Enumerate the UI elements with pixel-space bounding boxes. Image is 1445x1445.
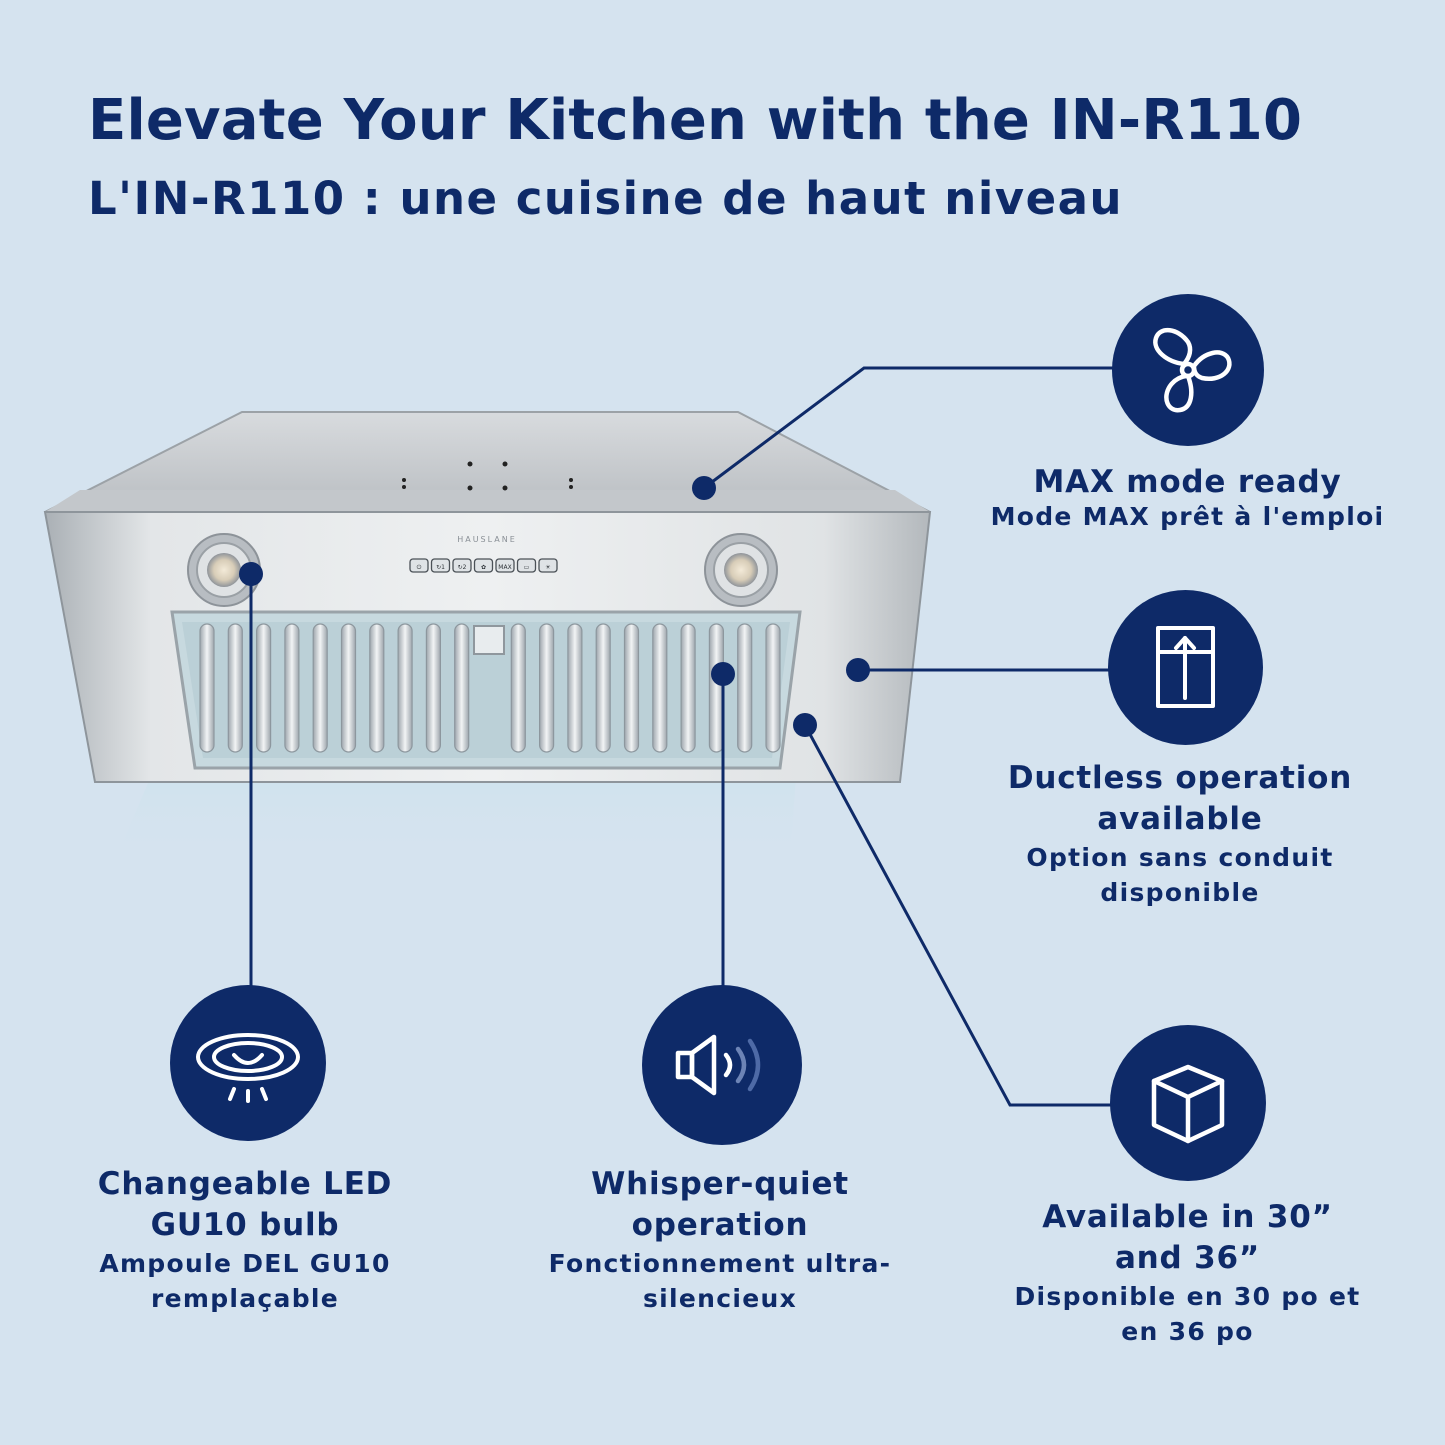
page-title: Elevate Your Kitchen with the IN-R110 [88, 88, 1303, 153]
baffle-fin [199, 623, 215, 753]
baffle-fin [737, 623, 753, 753]
baffle-fin [284, 623, 300, 753]
baffle-fin [256, 623, 272, 753]
feature-title: MAX mode ready [1033, 464, 1342, 500]
control-button: ⏻ [409, 558, 429, 573]
baffle-fin [312, 623, 328, 753]
ductless-badge [1108, 590, 1263, 745]
baffle-fin [369, 623, 385, 753]
feature-title-fr: Fonctionnement ultra-silencieux [548, 1249, 892, 1313]
baffle-fin [397, 623, 413, 753]
sizes-badge [1110, 1025, 1266, 1181]
page-subtitle: L'IN-R110 : une cuisine de haut niveau [88, 172, 1124, 225]
baffle-fin [538, 623, 555, 753]
connector-sizes [803, 724, 1112, 1107]
left-light [187, 533, 261, 607]
baffle-fin [510, 623, 526, 753]
connector-lines [249, 366, 1115, 1107]
ductless-filter-icon [1156, 626, 1215, 708]
fan-icon [1153, 328, 1232, 413]
baffle-fin [595, 623, 611, 753]
control-button-label: ☀ [545, 564, 551, 571]
brand-logo: HAUSLANE [457, 535, 517, 544]
control-button-label: ↻2 [458, 564, 467, 571]
baffle-fin [652, 623, 668, 753]
feature-ductless: Ductless operation available Option sans… [975, 758, 1385, 910]
baffle-fin [567, 623, 583, 753]
baffle-fin [425, 623, 441, 753]
feature-title: Ductless operation available [1007, 760, 1353, 837]
control-button-label: ▭ [524, 564, 530, 571]
filter-handle [473, 625, 505, 655]
control-button-label: ↻1 [436, 564, 445, 571]
control-button-label: ⏻ [417, 564, 422, 571]
baffle-fin [454, 623, 470, 753]
led-bulb-icon [196, 1033, 300, 1103]
box-icon [1151, 1064, 1225, 1144]
feature-led-bulb: Changeable LED GU10 bulb Ampoule DEL GU1… [60, 1164, 430, 1316]
led-bulb-badge [170, 985, 326, 1141]
feature-title-fr: Mode MAX prêt à l'emploi [990, 502, 1385, 531]
feature-title-fr: Option sans conduit disponible [1026, 843, 1334, 907]
control-button: ▭ [516, 558, 537, 573]
control-button-label: MAX [498, 564, 511, 571]
baffle-fin [680, 623, 696, 753]
baffle-fin [765, 623, 781, 753]
baffle-fin [227, 623, 243, 753]
control-button-label: ✿ [481, 564, 486, 571]
control-button: ✿ [473, 558, 494, 573]
connector-max-mode [703, 366, 1115, 490]
connector-dots [239, 476, 870, 737]
feature-max-mode: MAX mode ready Mode MAX prêt à l'emploi [960, 462, 1415, 534]
feature-title: Whisper-quiet operation [591, 1166, 849, 1243]
baffle-fin [623, 623, 640, 753]
feature-title-fr: Ampoule DEL GU10 remplaçable [99, 1249, 391, 1313]
feature-title: Available in 30” and 36” [1042, 1199, 1333, 1276]
feature-title-fr: Disponible en 30 po et en 36 po [1014, 1282, 1361, 1346]
baffle-fins [199, 623, 781, 753]
control-button: ↻2 [452, 558, 472, 573]
hood-top-lip [45, 490, 930, 512]
feature-title: Changeable LED GU10 bulb [97, 1166, 393, 1243]
quiet-badge [642, 985, 802, 1145]
control-button: ☀ [538, 558, 558, 573]
baffle-fin [340, 623, 357, 753]
control-button: MAX [495, 558, 515, 573]
max-mode-badge [1112, 294, 1264, 446]
baffle-fin [708, 623, 725, 753]
touch-sensor-dots [402, 461, 573, 491]
feature-sizes: Available in 30” and 36” Disponible en 3… [1005, 1197, 1370, 1349]
control-panel: ⏻ ↻1 ↻2 ✿ MAX ▭ ☀ [409, 558, 558, 573]
right-light [704, 533, 778, 607]
control-button: ↻1 [430, 558, 451, 573]
speaker-icon [675, 1034, 761, 1096]
feature-quiet: Whisper-quiet operation Fonctionnement u… [535, 1164, 905, 1316]
